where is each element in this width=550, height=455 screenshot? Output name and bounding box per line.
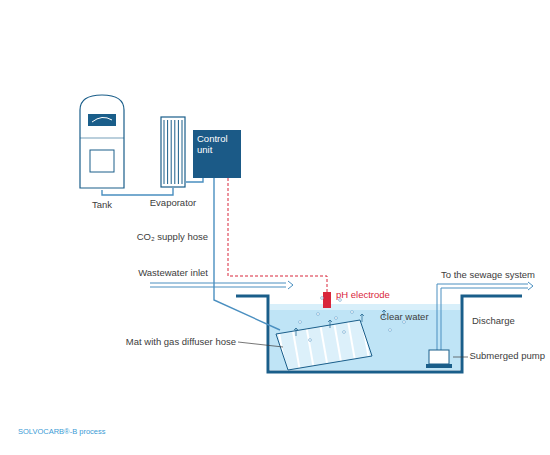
rise-arrow xyxy=(294,328,298,336)
callout-label: Mat with gas diffuser hose xyxy=(126,337,236,348)
gas-bubble xyxy=(317,313,320,316)
co2-hose xyxy=(214,178,280,330)
water-body xyxy=(270,304,460,370)
submerged-pump xyxy=(426,350,452,368)
callout-label: Clear water xyxy=(380,312,429,323)
gas-bubble xyxy=(335,317,338,320)
rise-arrow xyxy=(328,320,332,328)
ph-electrode xyxy=(323,292,331,308)
part-label: Evaporator xyxy=(150,198,196,209)
gas-bubble xyxy=(309,339,312,342)
leader-line xyxy=(238,342,283,347)
gas-bubble xyxy=(351,311,354,314)
callout-label: Submerged pump xyxy=(469,351,545,362)
part-label: Tank xyxy=(92,200,112,211)
tank-outline xyxy=(78,92,126,190)
rise-arrow xyxy=(360,314,364,322)
leader-line xyxy=(453,357,468,358)
gas-bubble xyxy=(299,321,302,324)
discharge-pipe xyxy=(437,282,533,350)
gas-bubble xyxy=(389,329,392,332)
callout-label: pH electrode xyxy=(336,290,390,301)
box-label: Control unit xyxy=(197,134,237,156)
gas-bubble xyxy=(321,297,324,300)
callout-label: Discharge xyxy=(472,316,515,327)
supply-pipe xyxy=(102,188,173,195)
figure-caption: SOLVOCARB®-B process xyxy=(18,428,106,437)
evaporator-outline xyxy=(160,116,186,188)
callout-label: CO₂ supply hose xyxy=(137,232,208,243)
diffuser-mat xyxy=(276,320,372,370)
signal-line xyxy=(228,178,327,292)
tank-figure: Tank xyxy=(78,92,126,190)
gas-bubble xyxy=(343,331,346,334)
control-unit-box: Control unit xyxy=(193,130,241,178)
water-surface xyxy=(270,304,460,310)
evaporator-figure: Evaporator xyxy=(160,116,186,188)
inlet-pipe xyxy=(150,281,293,289)
callout-label: Wastewater inlet xyxy=(138,268,208,279)
callout-label: To the sewage system xyxy=(441,270,535,281)
supply-pipe xyxy=(186,178,203,182)
